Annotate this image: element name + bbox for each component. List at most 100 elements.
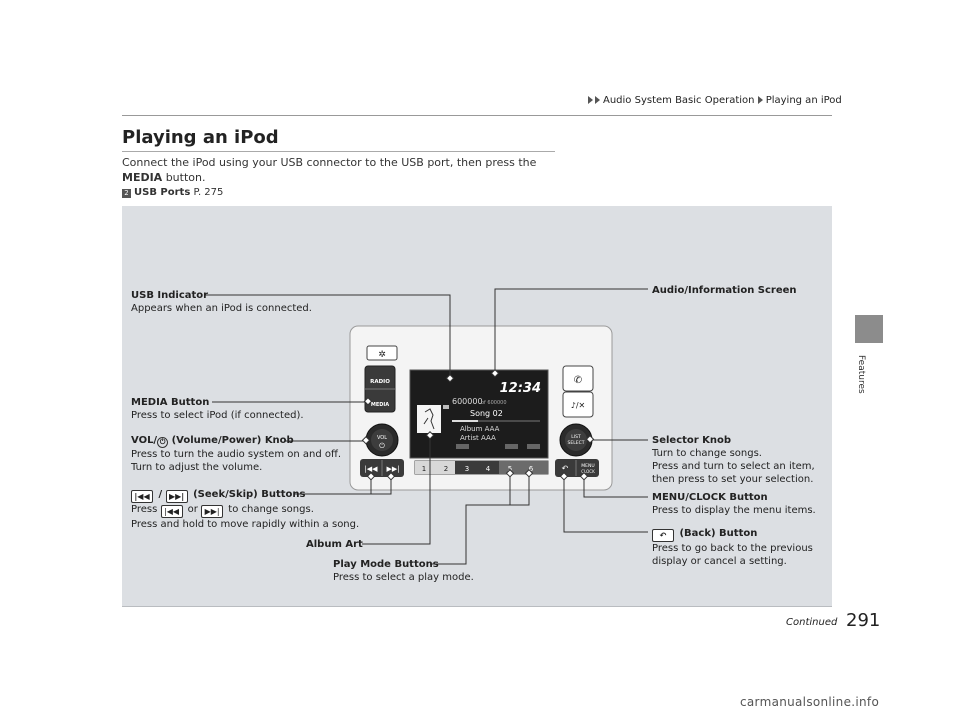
selector-knob-desc-1: Turn to change songs. <box>652 448 762 459</box>
breadcrumb-section[interactable]: Audio System Basic Operation <box>603 95 755 106</box>
radio-button-label[interactable]: RADIO <box>370 379 390 385</box>
vol-label: VOL <box>377 435 387 441</box>
preset-button-2[interactable]: 2 <box>444 465 448 473</box>
leader-marker <box>386 472 396 481</box>
breadcrumb-page: Playing an iPod <box>765 95 842 106</box>
play-mode-desc: Press to select a play mode. <box>333 572 474 583</box>
seek-back-icon: |◀◀ <box>131 490 153 503</box>
media-button-desc: Press to select iPod (if connected). <box>131 410 304 421</box>
preset-button-3[interactable]: 3 <box>465 465 469 473</box>
preset-strip-dark <box>455 461 499 474</box>
intro-text: Connect the iPod using your USB connecto… <box>122 156 537 169</box>
leader-marker <box>559 472 569 481</box>
leader-marker <box>505 469 515 478</box>
breadcrumb-arrow-icon <box>588 96 593 104</box>
page-number: 291 <box>846 610 881 631</box>
screen-artist: Artist AAA <box>460 434 496 442</box>
usb-indicator-title: USB Indicator <box>131 290 209 301</box>
audio-screen-title: Audio/Information Screen <box>652 285 797 296</box>
selector-select-label: SELECT <box>568 440 585 446</box>
media-button-label[interactable]: MEDIA <box>371 402 389 408</box>
callout-audio-screen: Audio/Information Screen <box>652 284 797 297</box>
usb-indicator-desc: Appears when an iPod is connected. <box>131 303 312 314</box>
breadcrumb-arrow-icon <box>595 96 600 104</box>
leader-marker <box>366 472 376 481</box>
seek-skip-desc-b: to change songs. <box>225 504 314 515</box>
leader-play-mode <box>430 474 530 565</box>
leader-back-button <box>563 477 648 533</box>
preset-button-5[interactable]: 5 <box>508 465 512 473</box>
skip-forward-icon: ▶▶| <box>165 490 188 503</box>
intro-paragraph: Connect the iPod using your USB connecto… <box>122 155 562 185</box>
skip-forward-icon[interactable]: ▶▶| <box>386 465 399 473</box>
preset-button-4[interactable]: 4 <box>486 465 491 473</box>
back-menu-pad <box>555 459 599 477</box>
talk-icon: ♪/✕ <box>571 401 586 410</box>
title-rule <box>122 151 555 152</box>
seek-back-icon: |◀◀ <box>160 505 183 518</box>
leader-marker <box>363 397 373 406</box>
vol-knob-desc-2: Turn to adjust the volume. <box>131 462 263 473</box>
power-icon: ⏻ <box>379 442 385 450</box>
back-button-desc-2: display or cancel a setting. <box>652 556 787 567</box>
header-rule <box>122 115 832 116</box>
selector-knob-title: Selector Knob <box>652 435 732 446</box>
power-icon: ⏻ <box>157 437 169 448</box>
seek-back-icon[interactable]: |◀◀ <box>364 465 378 473</box>
selector-knob-desc-3: then press to set your selection. <box>652 474 814 485</box>
callout-seek-skip: |◀◀ / ▶▶| (Seek/Skip) Buttons Press |◀◀ … <box>131 488 359 531</box>
preset-button-1[interactable]: 1 <box>422 465 426 473</box>
vol-knob-title-b: (Volume/Power) Knob <box>168 435 294 446</box>
leader-marker <box>445 374 455 383</box>
preset-strip-dim <box>415 461 455 474</box>
seek-skip-desc-a: Press <box>131 504 161 515</box>
screen-softkey-3 <box>527 444 540 449</box>
phone-button[interactable] <box>562 365 594 392</box>
sun-icon: ✲ <box>378 350 386 360</box>
page-title: Playing an iPod <box>122 127 279 148</box>
seek-skip-desc-2: Press and hold to move rapidly within a … <box>131 519 360 530</box>
skip-forward-icon: ▶▶| <box>201 505 224 518</box>
leader-menu-clock <box>583 477 648 498</box>
back-button-title: (Back) Button <box>676 528 758 539</box>
callout-usb-indicator: USB Indicator Appears when an iPod is co… <box>131 289 312 315</box>
leader-seek-skip <box>295 477 392 495</box>
callout-back-button: ↶ (Back) Button Press to go back to the … <box>652 527 813 568</box>
seek-skip-title: (Seek/Skip) Buttons <box>189 489 306 500</box>
seek-skip-desc-or: or <box>184 504 202 515</box>
menu-clock-desc: Press to display the menu items. <box>652 505 816 516</box>
screen-track-counter: 600000 <box>452 397 483 406</box>
leader-marker <box>579 472 589 481</box>
leader-marker <box>425 431 435 440</box>
callout-menu-clock: MENU/CLOCK Button Press to display the m… <box>652 491 816 517</box>
callout-play-mode: Play Mode Buttons Press to select a play… <box>333 558 474 584</box>
diagram-bottom-rule <box>122 606 832 607</box>
talk-button[interactable] <box>562 391 594 418</box>
intro-bold: MEDIA <box>122 171 163 184</box>
side-tab-marker <box>855 315 883 343</box>
play-mode-title: Play Mode Buttons <box>333 559 439 570</box>
usb-indicator-icon <box>443 405 449 409</box>
breadcrumb: Audio System Basic Operation Playing an … <box>588 95 842 106</box>
callout-vol-knob: VOL/⏻ (Volume/Power) Knob Press to turn … <box>131 434 341 474</box>
seek-skip-slash: / <box>155 489 166 500</box>
screen-clock: 12:34 <box>500 381 541 396</box>
screen-song: Song 02 <box>470 409 503 418</box>
xref-label[interactable]: USB Ports <box>134 187 191 198</box>
leader-diamonds <box>361 369 595 481</box>
back-button-icon[interactable]: ↶ <box>561 464 569 473</box>
leader-marker <box>361 436 371 445</box>
back-button-desc-1: Press to go back to the previous <box>652 543 813 554</box>
clock-button-label[interactable]: CLOCK <box>581 469 595 474</box>
selector-list-label: LIST <box>571 434 581 440</box>
leader-lines <box>205 288 648 565</box>
callout-album-art: Album Art <box>306 538 363 551</box>
preset-button-6[interactable]: 6 <box>529 465 534 473</box>
menu-button-label[interactable]: MENU <box>581 463 594 469</box>
callout-media-button: MEDIA Button Press to select iPod (if co… <box>131 396 304 422</box>
xref-page: P. 275 <box>190 187 224 198</box>
screen-softkey-2 <box>505 444 518 449</box>
preset-strip-mid <box>499 461 548 474</box>
